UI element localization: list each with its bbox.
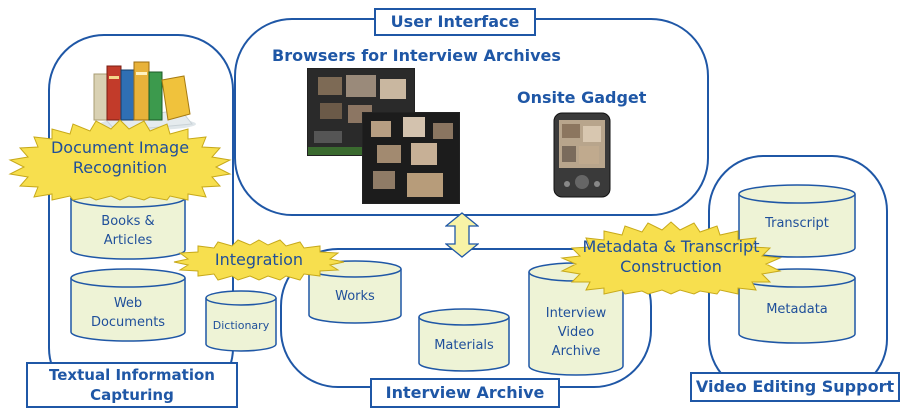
textual-title-line-1: Textual Information <box>49 366 215 384</box>
web-label-1: Web <box>113 296 143 311</box>
double-arrow-icon <box>444 212 480 258</box>
document-recognition-label-2: Recognition <box>72 158 168 177</box>
onsite-gadget-label: Onsite Gadget <box>517 88 647 107</box>
web-documents-cylinder: Web Documents <box>70 268 186 342</box>
dictionary-cylinder: Dictionary <box>205 290 277 352</box>
books-label-1: Books & <box>101 214 155 229</box>
iva-label-3: Archive <box>551 344 601 359</box>
integration-label: Integration <box>214 250 304 269</box>
transcript-cylinder: Transcript <box>738 184 856 258</box>
onsite-gadget-icon <box>553 112 611 198</box>
books-label-2: Articles <box>103 233 153 248</box>
metadata-construction-label-2: Construction <box>620 257 722 276</box>
metadata-construction-burst: Metadata & Transcript Construction <box>560 221 782 295</box>
user-interface-title: User Interface <box>374 8 536 36</box>
materials-label: Materials <box>434 338 494 353</box>
document-recognition-burst: Document Image Recognition <box>6 119 234 201</box>
metadata-label: Metadata <box>766 302 828 317</box>
integration-burst: Integration <box>173 239 345 281</box>
iva-label-2: Video <box>557 325 595 340</box>
browsers-label: Browsers for Interview Archives <box>272 46 561 65</box>
works-label: Works <box>335 289 375 304</box>
dictionary-label: Dictionary <box>212 319 270 332</box>
video-editing-title: Video Editing Support <box>690 372 900 402</box>
books-icon <box>86 54 196 132</box>
web-label-2: Documents <box>90 315 166 330</box>
document-recognition-label-1: Document Image <box>50 138 190 157</box>
iva-label-1: Interview <box>545 306 607 321</box>
materials-cylinder: Materials <box>418 308 510 372</box>
browser-screenshot-2 <box>362 112 460 204</box>
interview-archive-title: Interview Archive <box>370 378 560 408</box>
textual-title-line-2: Capturing <box>90 386 174 404</box>
metadata-construction-label-1: Metadata & Transcript <box>582 237 760 256</box>
transcript-label: Transcript <box>765 216 829 231</box>
textual-capture-title: Textual Information Capturing <box>26 362 238 408</box>
